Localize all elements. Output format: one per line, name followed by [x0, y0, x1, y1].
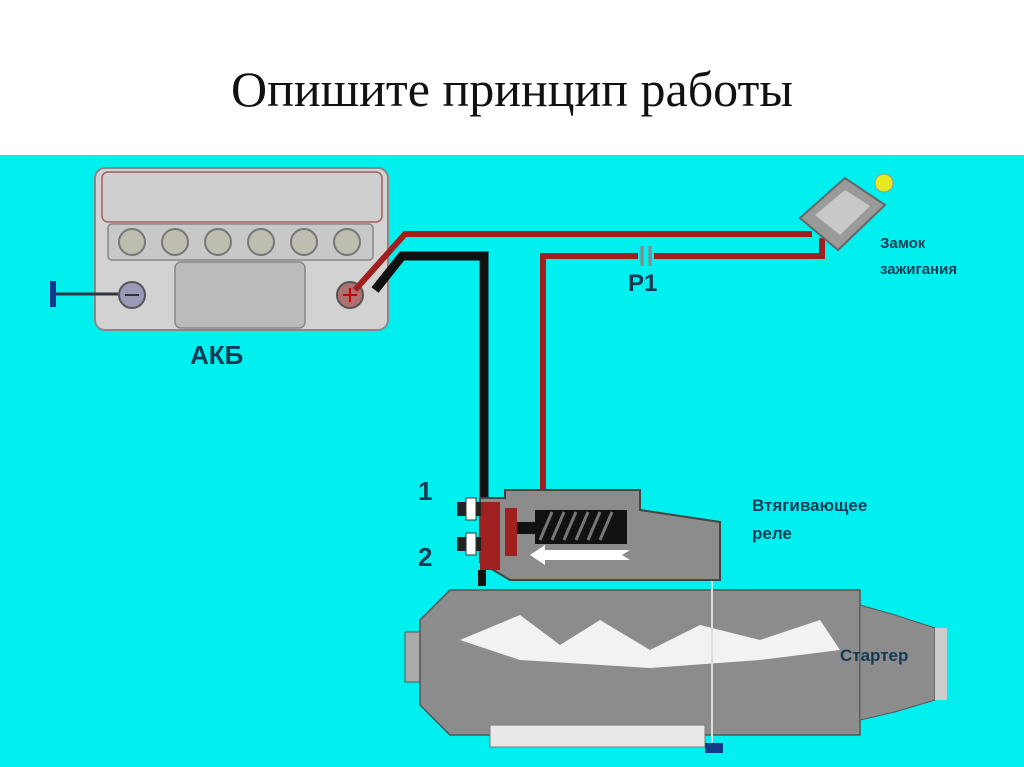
wire-red-main: [352, 231, 812, 292]
terminal-2-label: 2: [418, 542, 432, 572]
terminal-1-label: 1: [418, 476, 432, 506]
battery-label: АКБ: [190, 340, 243, 370]
ground-icon: [50, 281, 118, 307]
ignition-label-line2: зажигания: [880, 261, 957, 278]
starter-motor: [404, 570, 947, 753]
battery: [94, 167, 389, 331]
ignition-lock-icon: [798, 173, 894, 252]
solenoid-relay: [457, 489, 721, 586]
solenoid-label-line1: Втягивающее: [752, 496, 867, 515]
wire-red-control-2: [654, 238, 825, 259]
ignition-label-line1: Замок: [880, 235, 926, 252]
slide-title: Опишите принцип работы: [231, 61, 793, 117]
solenoid-label-line2: реле: [752, 524, 792, 543]
relay-p1-contact: [640, 246, 652, 266]
wire-black-power: [371, 251, 489, 500]
relay-p1-label: Р1: [628, 270, 657, 297]
wire-red-control: [540, 253, 638, 490]
arrow-left-icon: [530, 545, 630, 565]
starter-label: Стартер: [840, 646, 908, 665]
